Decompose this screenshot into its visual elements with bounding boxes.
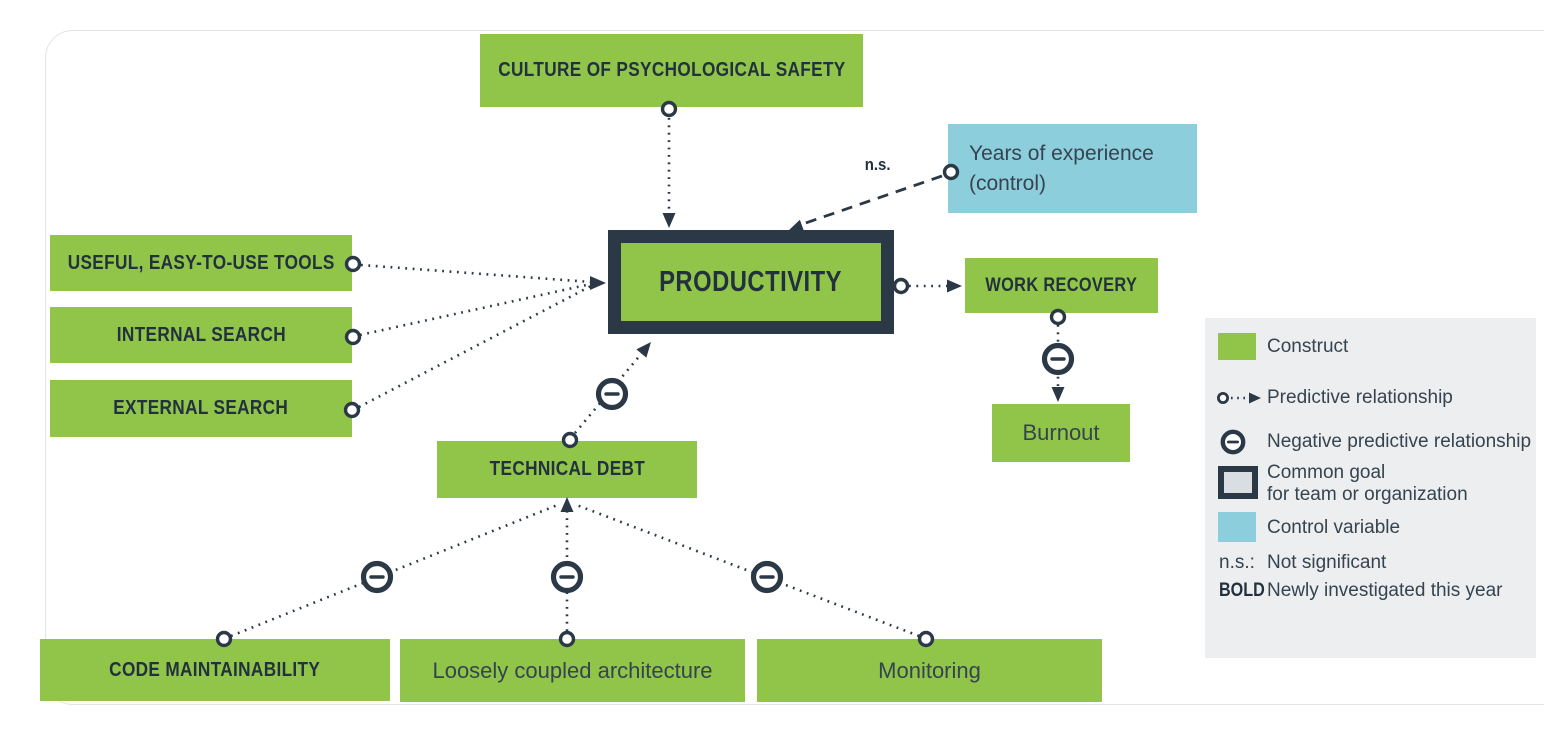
node-work-recovery-label: WORK RECOVERY	[985, 274, 1138, 296]
node-culture-label: CULTURE OF PSYCHOLOGICAL SAFETY	[497, 59, 846, 81]
node-technical-debt-label: TECHNICAL DEBT	[489, 458, 645, 480]
legend-bold-key: BOLD	[1219, 580, 1265, 601]
legend-row-control-variable: Control variable	[1205, 512, 1536, 542]
predictive-relationship-icon	[1217, 392, 1261, 404]
node-technical-debt: TECHNICAL DEBT	[437, 441, 697, 498]
node-years-label-line2: (control)	[969, 172, 1047, 195]
node-burnout-label: Burnout	[1022, 420, 1100, 445]
legend-row-not-significant: n.s.: Not significant	[1205, 552, 1536, 576]
node-loosely-coupled-label: Loosely coupled architecture	[432, 657, 713, 683]
node-burnout: Burnout	[992, 404, 1130, 462]
legend-negative-label: Negative predictive relationship	[1267, 431, 1532, 452]
legend-common-goal-line1: Common goal	[1267, 462, 1386, 483]
node-external-search-label: EXTERNAL SEARCH	[113, 397, 289, 419]
legend-control-variable-label: Control variable	[1267, 517, 1401, 538]
legend-ns-key: n.s.:	[1219, 552, 1255, 573]
node-years-label-line1: Years of experience	[969, 142, 1154, 165]
legend-predictive-label: Predictive relationship	[1267, 387, 1453, 408]
node-productivity-goal-frame: PRODUCTIVITY	[608, 230, 894, 334]
node-tools-label: USEFUL, EASY-TO-USE TOOLS	[67, 251, 335, 274]
node-internal-search: INTERNAL SEARCH	[50, 307, 352, 363]
node-monitoring: Monitoring	[757, 639, 1102, 702]
node-years-label: Years of experience (control)	[969, 139, 1154, 199]
ns-annotation-text: n.s.	[865, 155, 891, 174]
node-work-recovery: WORK RECOVERY	[965, 258, 1158, 313]
legend-row-bold: BOLD Newly investigated this year	[1205, 580, 1536, 604]
legend-ns-value: Not significant	[1267, 552, 1387, 573]
node-code-maintainability: CODE MAINTAINABILITY	[40, 639, 390, 701]
node-monitoring-label: Monitoring	[878, 657, 981, 683]
node-useful-easy-to-use-tools: USEFUL, EASY-TO-USE TOOLS	[50, 235, 352, 291]
construct-swatch-icon	[1218, 333, 1256, 360]
node-productivity: PRODUCTIVITY	[621, 243, 881, 321]
node-culture-of-psychological-safety: CULTURE OF PSYCHOLOGICAL SAFETY	[480, 34, 863, 107]
legend-common-goal-line2: for team or organization	[1267, 484, 1468, 505]
node-loosely-coupled-architecture: Loosely coupled architecture	[400, 639, 745, 702]
node-internal-search-label: INTERNAL SEARCH	[116, 323, 286, 346]
negative-relationship-icon	[1220, 429, 1246, 455]
legend-panel: Construct Predictive relationship Negati…	[1205, 318, 1536, 658]
ns-annotation: n.s.	[846, 155, 910, 175]
legend-construct-label: Construct	[1267, 336, 1349, 357]
node-years-of-experience: Years of experience (control)	[948, 124, 1197, 213]
legend-row-construct: Construct	[1205, 333, 1536, 360]
node-productivity-label: PRODUCTIVITY	[659, 265, 843, 298]
legend-row-negative: Negative predictive relationship	[1205, 428, 1536, 455]
legend-row-predictive: Predictive relationship	[1205, 386, 1536, 410]
common-goal-swatch-icon	[1218, 466, 1258, 499]
node-code-maintainability-label: CODE MAINTAINABILITY	[109, 658, 321, 681]
node-external-search: EXTERNAL SEARCH	[50, 380, 352, 437]
control-variable-swatch-icon	[1218, 512, 1256, 542]
legend-bold-value: Newly investigated this year	[1267, 580, 1503, 601]
